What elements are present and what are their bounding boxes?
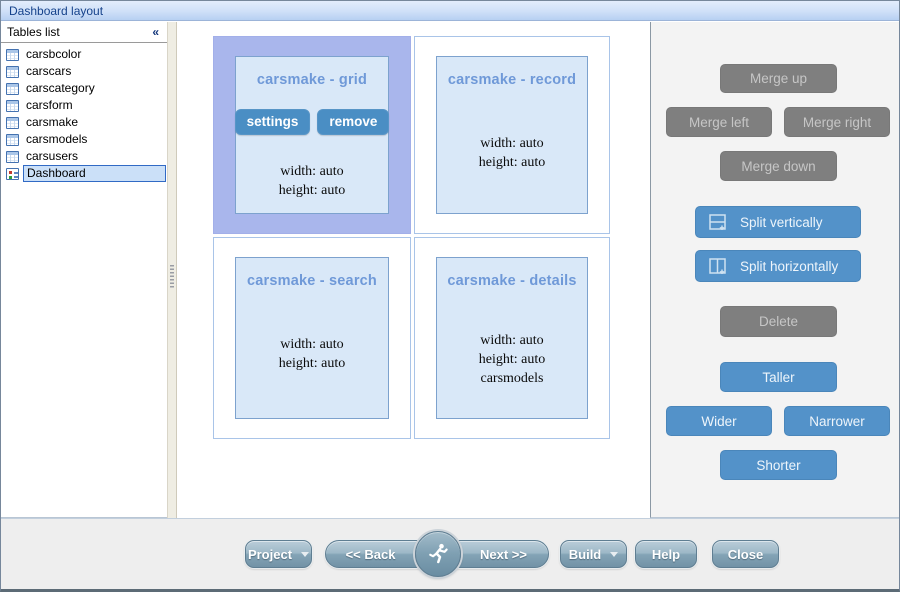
panel-size-info: width: auto height: auto	[479, 134, 546, 172]
collapse-chevron-icon[interactable]: «	[152, 25, 159, 39]
titlebar: Dashboard layout	[1, 1, 899, 21]
panel-title: carsmake - details	[447, 273, 577, 289]
narrower-button[interactable]: Narrower	[784, 406, 890, 436]
merge-left-button[interactable]: Merge left	[666, 107, 772, 137]
table-icon	[6, 99, 19, 112]
size-line: height: auto	[278, 356, 346, 371]
back-button[interactable]: << Back	[345, 546, 396, 562]
footer-toolbar: Project << Back Next >> Build Help Close	[1, 518, 899, 589]
split-vertically-icon	[709, 213, 726, 230]
layout-canvas: carsmake - grid settings remove width: a…	[177, 22, 650, 518]
panel-carsmake-grid: carsmake - grid settings remove width: a…	[234, 56, 390, 214]
cell-carsmake-search[interactable]: carsmake - search width: auto height: au…	[213, 237, 411, 439]
tree-item-carsmake[interactable]: carsmake	[1, 114, 167, 131]
split-vertically-button[interactable]: Split vertically	[695, 206, 861, 238]
tree-item-carsusers[interactable]: carsusers	[1, 148, 167, 165]
run-button[interactable]	[415, 531, 461, 577]
merge-down-button[interactable]: Merge down	[720, 151, 837, 181]
tree-item-carsmodels[interactable]: carsmodels	[1, 131, 167, 148]
table-icon	[6, 82, 19, 95]
chevron-down-icon	[301, 551, 310, 557]
tree-item-carsform[interactable]: carsform	[1, 97, 167, 114]
running-man-icon	[429, 543, 448, 564]
size-line: width: auto	[480, 333, 544, 348]
panel-carsmake-search: carsmake - search width: auto height: au…	[235, 257, 389, 419]
cell-carsmake-grid[interactable]: carsmake - grid settings remove width: a…	[213, 36, 411, 234]
panel-title: carsmake - search	[247, 273, 377, 289]
table-icon	[6, 133, 19, 146]
merge-right-button[interactable]: Merge right	[784, 107, 890, 137]
panel-carsmake-record: carsmake - record width: auto height: au…	[436, 56, 588, 214]
tree-item-label: carsmake	[26, 115, 79, 129]
window-title: Dashboard layout	[9, 3, 104, 18]
size-line: width: auto	[280, 337, 344, 352]
tree-item-label: carsmodels	[26, 132, 88, 146]
tree-item-label: carsbcolor	[26, 47, 82, 61]
shorter-button[interactable]: Shorter	[720, 450, 837, 480]
project-label: Project	[247, 546, 293, 562]
size-line: height: auto	[478, 155, 546, 170]
settings-button[interactable]: settings	[234, 109, 311, 135]
taller-button[interactable]: Taller	[720, 362, 837, 392]
sidebar-header-label: Tables list	[7, 25, 60, 39]
dashboard-grid: carsmake - grid settings remove width: a…	[213, 36, 610, 439]
back-next-pill: << Back Next >>	[325, 531, 549, 577]
help-button[interactable]: Help	[635, 540, 697, 568]
panel-size-info: width: auto height: auto	[279, 335, 346, 373]
size-line: carsmodels	[480, 371, 544, 386]
build-label: Build	[568, 546, 602, 562]
panel-size-info: width: auto height: auto carsmodels	[479, 331, 546, 388]
tree-item-label: Dashboard	[23, 165, 166, 182]
split-vertically-label: Split vertically	[740, 214, 823, 230]
splitter-grip-icon	[170, 265, 174, 289]
panel-size-info: width: auto height: auto	[279, 162, 346, 200]
next-button[interactable]: Next >>	[480, 546, 527, 562]
split-horizontally-label: Split horizontally	[740, 258, 839, 274]
cell-carsmake-record[interactable]: carsmake - record width: auto height: au…	[414, 36, 610, 234]
size-line: width: auto	[480, 136, 544, 151]
tree-item-dashboard[interactable]: Dashboard	[1, 165, 167, 182]
panel-title: carsmake - record	[447, 72, 577, 88]
actions-panel: Merge up Merge left Merge right Merge do…	[650, 22, 899, 518]
merge-up-button[interactable]: Merge up	[720, 64, 837, 93]
wider-button[interactable]: Wider	[666, 406, 772, 436]
size-line: width: auto	[280, 164, 344, 179]
chevron-down-icon	[610, 551, 619, 557]
panel-title: carsmake - grid	[256, 72, 368, 88]
tree-item-label: carsform	[26, 98, 73, 112]
sidebar-header: Tables list «	[1, 22, 167, 43]
tree-item-carsbcolor[interactable]: carsbcolor	[1, 46, 167, 63]
tables-sidebar: Tables list « carsbcolor carscars carsca…	[1, 22, 167, 518]
tree-item-carscars[interactable]: carscars	[1, 63, 167, 80]
dashboard-icon	[6, 167, 19, 180]
tree-item-label: carscars	[26, 64, 72, 78]
build-button[interactable]: Build	[560, 540, 627, 568]
tree-item-label: carsusers	[26, 149, 79, 163]
size-line: height: auto	[478, 352, 546, 367]
cell-carsmake-details[interactable]: carsmake - details width: auto height: a…	[414, 237, 610, 439]
remove-button[interactable]: remove	[317, 109, 390, 135]
table-icon	[6, 48, 19, 61]
cell-buttons-row: settings remove	[234, 109, 390, 135]
tree-item-carscategory[interactable]: carscategory	[1, 80, 167, 97]
split-horizontally-button[interactable]: Split horizontally	[695, 250, 861, 282]
project-button[interactable]: Project	[245, 540, 312, 568]
table-icon	[6, 65, 19, 78]
size-line: height: auto	[278, 183, 346, 198]
panel-carsmake-details: carsmake - details width: auto height: a…	[436, 257, 588, 419]
sidebar-splitter[interactable]	[167, 22, 177, 518]
table-icon	[6, 150, 19, 163]
tables-tree: carsbcolor carscars carscategory carsfor…	[1, 43, 167, 182]
table-icon	[6, 116, 19, 129]
delete-button[interactable]: Delete	[720, 306, 837, 337]
split-horizontally-icon	[709, 257, 726, 274]
close-button[interactable]: Close	[712, 540, 779, 568]
tree-item-label: carscategory	[26, 81, 95, 95]
